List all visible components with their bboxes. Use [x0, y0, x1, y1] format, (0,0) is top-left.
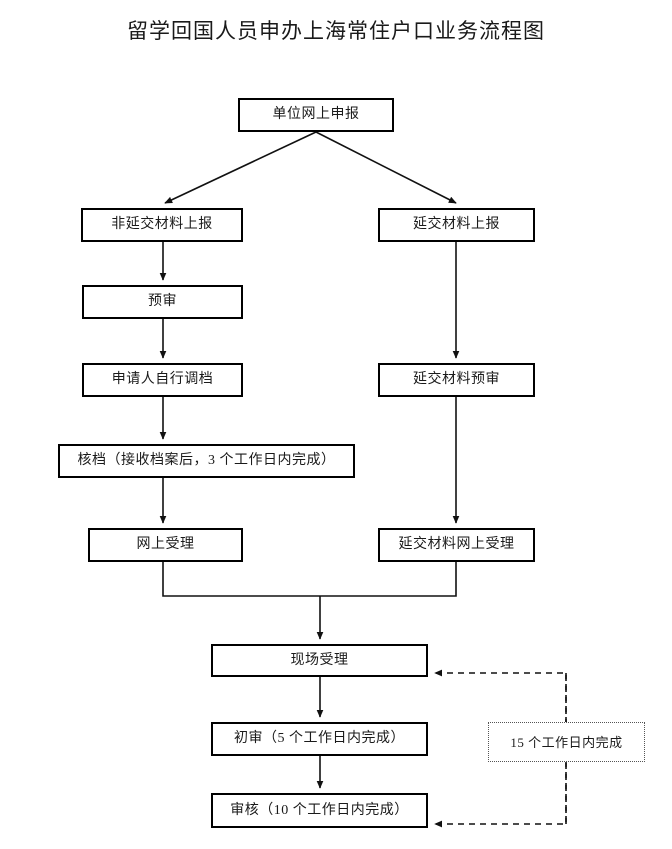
- edge-merge-left: [162, 562, 320, 597]
- node-non-deferred-material-submission[interactable]: 非延交材料上报: [81, 208, 243, 242]
- node-label: 非延交材料上报: [111, 217, 213, 232]
- annotation-label: 15 个工作日内完成: [510, 734, 623, 750]
- node-applicant-self-file-transfer[interactable]: 申请人自行调档: [82, 363, 243, 397]
- node-label: 网上受理: [136, 537, 195, 552]
- node-unit-online-application[interactable]: 单位网上申报: [238, 98, 394, 132]
- node-label: 延交材料网上受理: [398, 537, 515, 552]
- node-first-trial[interactable]: 初审（5 个工作日内完成）: [211, 722, 428, 756]
- node-deferred-material-preliminary-review[interactable]: 延交材料预审: [378, 363, 535, 397]
- node-preliminary-review[interactable]: 预审: [82, 285, 243, 319]
- node-label: 申请人自行调档: [111, 372, 214, 387]
- node-file-verification[interactable]: 核档（接收档案后，3 个工作日内完成）: [58, 444, 355, 478]
- node-onsite-acceptance[interactable]: 现场受理: [211, 644, 428, 677]
- annotation-15-working-days: 15 个工作日内完成: [488, 722, 645, 762]
- node-label: 核档（接收档案后，3 个工作日内完成）: [77, 453, 336, 468]
- edge-merge-right: [320, 562, 457, 597]
- node-label: 现场受理: [290, 652, 349, 668]
- node-label: 审核（10 个工作日内完成）: [230, 802, 409, 818]
- node-deferred-material-online-acceptance[interactable]: 延交材料网上受理: [378, 528, 535, 562]
- node-label: 延交材料预审: [413, 372, 500, 387]
- node-audit[interactable]: 审核（10 个工作日内完成）: [211, 793, 428, 828]
- node-label: 延交材料上报: [413, 217, 500, 232]
- node-label: 初审（5 个工作日内完成）: [234, 731, 405, 746]
- node-deferred-material-submission[interactable]: 延交材料上报: [378, 208, 535, 242]
- node-label: 预审: [148, 294, 177, 309]
- edge-top-to-right: [315, 131, 457, 204]
- edge-top-to-left: [164, 131, 317, 204]
- node-online-acceptance[interactable]: 网上受理: [88, 528, 243, 562]
- page-title: 留学回国人员申办上海常住户口业务流程图: [127, 19, 545, 43]
- node-label: 单位网上申报: [272, 107, 360, 122]
